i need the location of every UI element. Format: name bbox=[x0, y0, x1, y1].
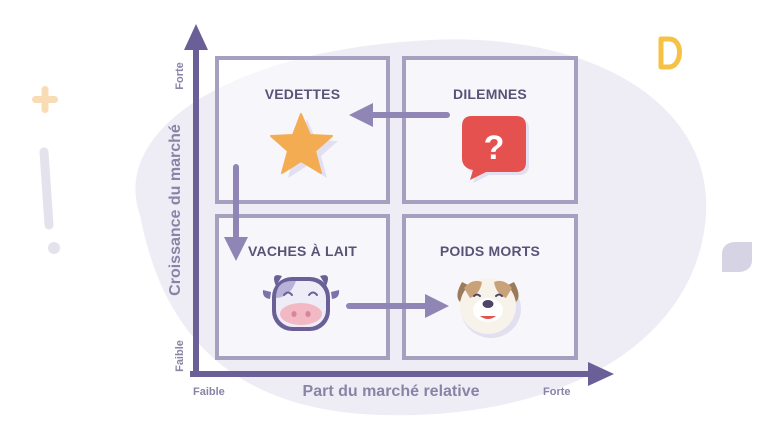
y-axis-title: Croissance du marché bbox=[167, 124, 184, 296]
y-axis-low-label: Faible bbox=[174, 340, 186, 372]
dog-icon bbox=[457, 278, 521, 338]
arrow-vaches-to-poids-morts bbox=[346, 294, 449, 318]
arrow-vedettes-to-vaches bbox=[224, 164, 248, 261]
y-axis-high-label: Forte bbox=[174, 62, 186, 90]
star-icon bbox=[270, 113, 338, 178]
leaf-decoration-icon bbox=[722, 242, 752, 272]
plus-decoration-icon bbox=[32, 86, 58, 113]
arrow-dilemnes-to-vedettes bbox=[349, 103, 450, 127]
x-axis-high-label: Forte bbox=[543, 386, 571, 398]
quadrant-title: VACHES À LAIT bbox=[248, 243, 357, 259]
x-axis-low-label: Faible bbox=[193, 386, 225, 398]
exclamation-decoration-icon bbox=[39, 147, 60, 254]
cow-icon bbox=[262, 275, 340, 331]
brand-d-icon bbox=[658, 36, 682, 70]
quadrant-title: DILEMNES bbox=[453, 86, 527, 102]
question-mark-symbol: ? bbox=[484, 129, 505, 167]
x-axis bbox=[190, 362, 614, 386]
x-axis-title: Part du marché relative bbox=[302, 383, 480, 400]
question-bubble-icon: ? bbox=[462, 116, 529, 183]
y-axis bbox=[184, 24, 208, 374]
quadrant-title: POIDS MORTS bbox=[439, 243, 541, 259]
quadrant-dilemnes: DILEMNES bbox=[402, 56, 578, 204]
quadrant-title: VEDETTES bbox=[264, 86, 341, 102]
